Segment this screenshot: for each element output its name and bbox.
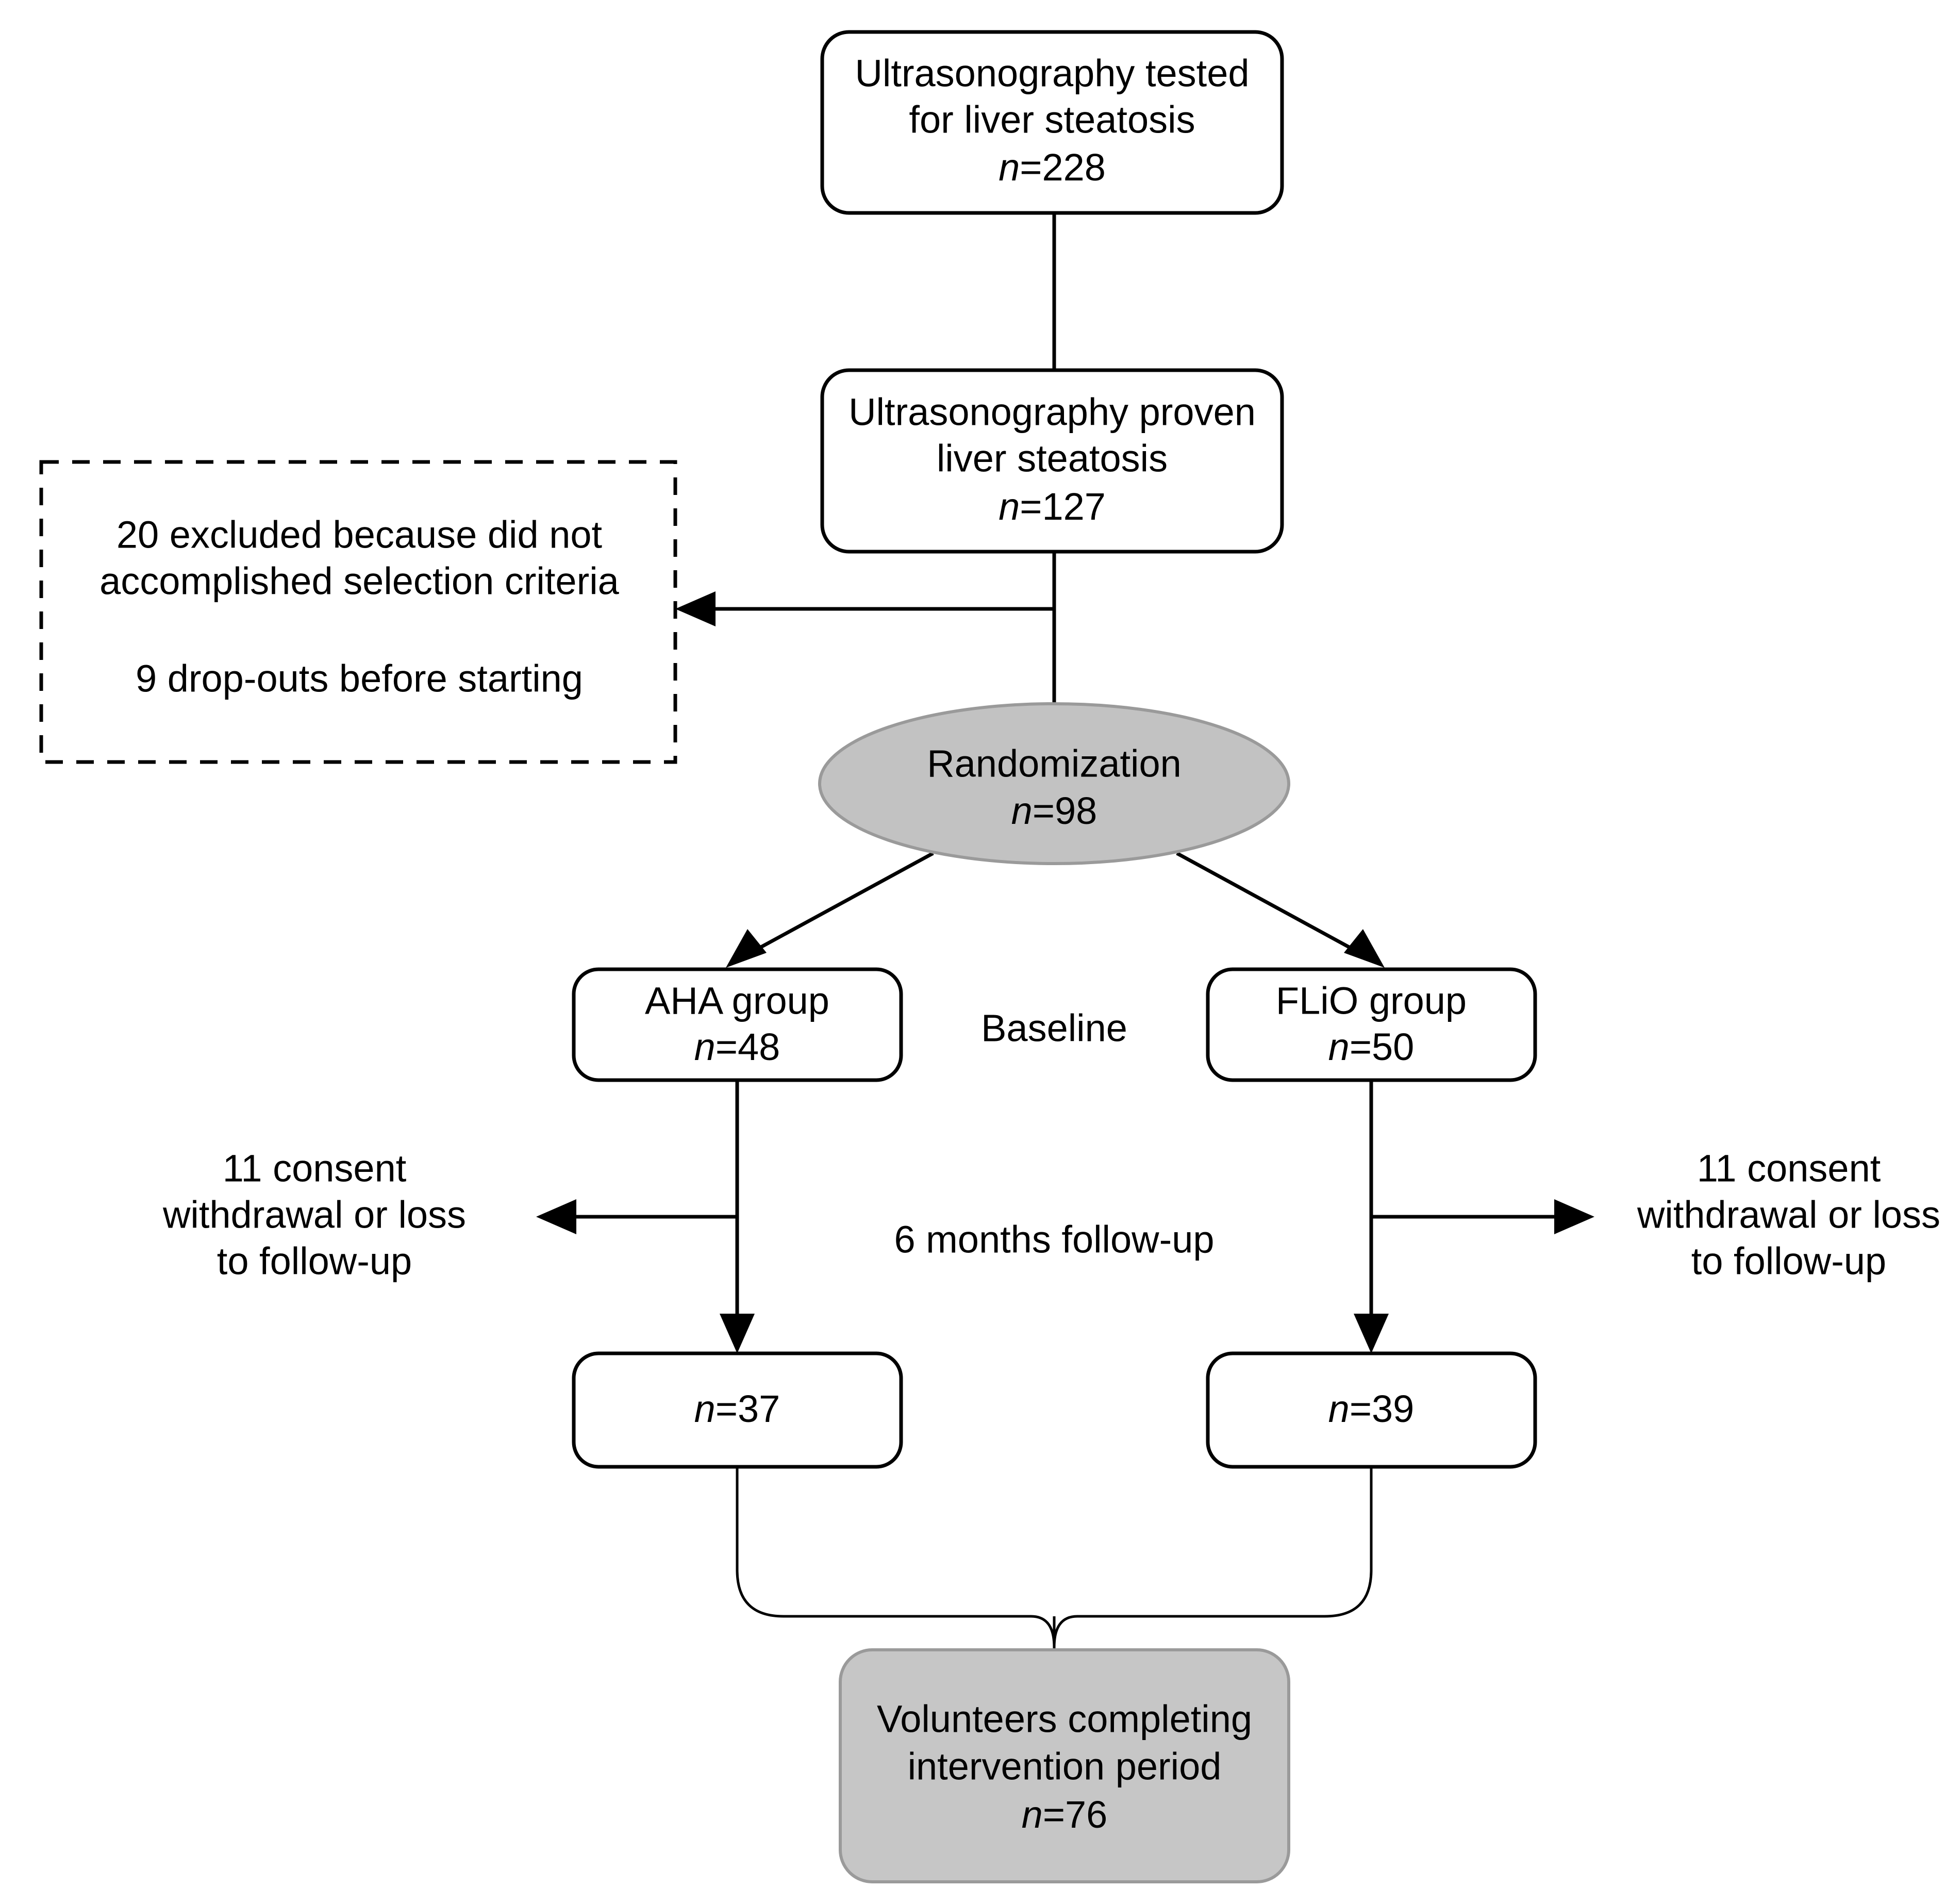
node-excluded-line2: accomplished selection criteria xyxy=(99,560,620,603)
stage-label-baseline: Baseline xyxy=(981,1007,1127,1050)
node-aha-group-n-value: =48 xyxy=(716,1025,780,1068)
node-completers-n-italic: n xyxy=(1022,1793,1043,1836)
node-flio-group-label: FLiO group xyxy=(1276,980,1467,1022)
node-screened-count: n=228 xyxy=(999,146,1106,189)
right-dropout-line1: 11 consent xyxy=(1697,1147,1881,1190)
arrowhead-to-excluded xyxy=(675,591,716,626)
stage-label-followup: 6 months follow-up xyxy=(894,1218,1214,1261)
node-flio-group-count: n=50 xyxy=(1328,1025,1415,1068)
node-aha-group[interactable]: AHA group n=48 xyxy=(572,967,903,1082)
node-aha-group-n-italic: n xyxy=(694,1025,716,1068)
node-aha-followup-count: n=37 xyxy=(694,1387,780,1430)
node-screened-line2: for liver steatosis xyxy=(909,98,1195,141)
left-dropout-line3: to follow-up xyxy=(217,1240,412,1283)
node-completers-shape xyxy=(839,1648,1290,1883)
node-randomization-shape xyxy=(818,702,1290,865)
connector-randomization-to-aha xyxy=(743,851,934,958)
node-completers-line1: Volunteers completing xyxy=(877,1698,1252,1741)
node-flio-group-n-italic: n xyxy=(1328,1025,1350,1068)
node-screened-n-value: =228 xyxy=(1020,146,1106,189)
node-randomization-n-value: =98 xyxy=(1033,789,1097,832)
node-proven-shape xyxy=(820,368,1284,554)
node-aha-group-count: n=48 xyxy=(694,1025,780,1068)
node-screened-line1: Ultrasonography tested xyxy=(855,52,1249,95)
arrowhead-to-aha xyxy=(726,929,767,968)
node-randomization-n-italic: n xyxy=(1011,789,1033,832)
arrowhead-flio-followup xyxy=(1354,1314,1389,1353)
node-proven-n-italic: n xyxy=(999,485,1020,528)
connector-merge-right xyxy=(1053,1467,1373,1648)
node-aha-group-label: AHA group xyxy=(645,980,829,1022)
node-flio-followup-n-italic: n xyxy=(1328,1387,1350,1430)
arrowhead-aha-dropout xyxy=(536,1199,576,1234)
node-screened-shape xyxy=(820,30,1284,215)
left-dropout-line1: 11 consent xyxy=(223,1147,407,1190)
node-flio-group-n-value: =50 xyxy=(1350,1025,1415,1068)
connector-randomization-to-flio xyxy=(1176,851,1367,958)
node-screened[interactable]: Ultrasonography tested for liver steatos… xyxy=(820,30,1284,215)
node-flio-group-shape xyxy=(1206,967,1537,1082)
side-note-right-dropout: 11 consent withdrawal or loss to follow-… xyxy=(1637,1147,1940,1283)
left-dropout-line2: withdrawal or loss xyxy=(162,1194,466,1236)
node-excluded-line1: 20 excluded because did not xyxy=(117,514,603,556)
node-excluded-shape xyxy=(39,460,677,764)
node-aha-followup-shape xyxy=(572,1351,903,1469)
node-flio-group[interactable]: FLiO group n=50 xyxy=(1206,967,1537,1082)
node-randomization-count: n=98 xyxy=(1011,789,1097,832)
node-aha-followup-n-value: =37 xyxy=(716,1387,780,1430)
node-screened-n-italic: n xyxy=(999,146,1020,189)
node-randomization-label: Randomization xyxy=(927,742,1182,785)
node-proven[interactable]: Ultrasonography proven liver steatosis n… xyxy=(820,368,1284,554)
node-randomization[interactable]: Randomization n=98 xyxy=(818,702,1290,865)
node-flio-followup[interactable]: n=39 xyxy=(1206,1351,1537,1469)
node-aha-followup[interactable]: n=37 xyxy=(572,1351,903,1469)
node-completers-count: n=76 xyxy=(1022,1793,1108,1836)
node-proven-line2: liver steatosis xyxy=(937,437,1168,480)
right-dropout-line2: withdrawal or loss xyxy=(1637,1194,1940,1236)
arrowhead-aha-followup xyxy=(720,1314,755,1353)
node-proven-line1: Ultrasonography proven xyxy=(849,391,1256,434)
node-excluded-line3: 9 drop-outs before starting xyxy=(136,657,583,700)
node-excluded[interactable]: 20 excluded because did not accomplished… xyxy=(39,460,677,764)
node-proven-count: n=127 xyxy=(999,485,1106,528)
arrowhead-flio-dropout xyxy=(1554,1199,1594,1234)
node-proven-n-value: =127 xyxy=(1020,485,1106,528)
node-completers-line2: intervention period xyxy=(908,1745,1222,1788)
connector-merge-left xyxy=(736,1467,1056,1648)
node-aha-group-shape xyxy=(572,967,903,1082)
node-completers-n-value: =76 xyxy=(1043,1793,1108,1836)
node-flio-followup-n-value: =39 xyxy=(1350,1387,1415,1430)
node-aha-followup-n-italic: n xyxy=(694,1387,716,1430)
node-flio-followup-count: n=39 xyxy=(1328,1387,1415,1430)
arrowhead-to-flio xyxy=(1344,929,1385,968)
node-flio-followup-shape xyxy=(1206,1351,1537,1469)
side-note-left-dropout: 11 consent withdrawal or loss to follow-… xyxy=(162,1147,466,1283)
node-completers[interactable]: Volunteers completing intervention perio… xyxy=(839,1648,1290,1883)
right-dropout-line3: to follow-up xyxy=(1691,1240,1886,1283)
